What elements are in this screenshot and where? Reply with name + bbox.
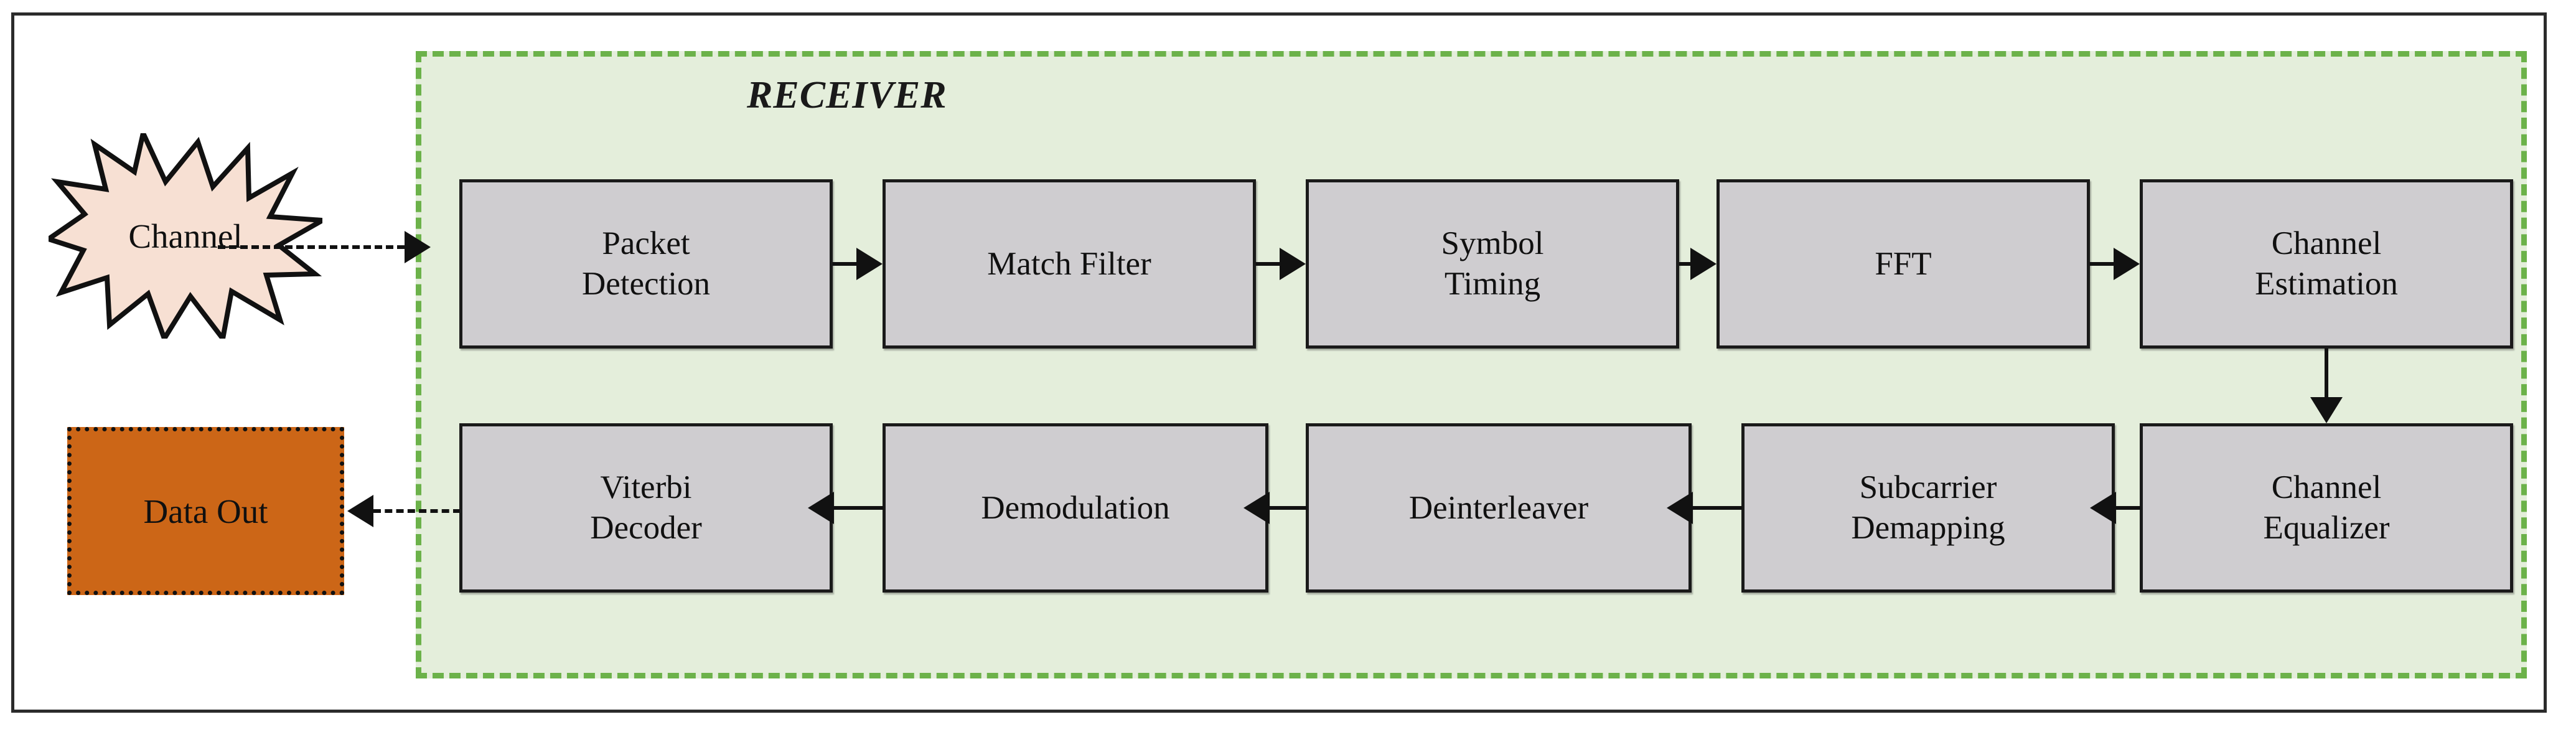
starburst-icon — [49, 133, 322, 339]
arrowhead-channel-to-packet-detection — [405, 231, 431, 263]
connector-channel-estimation-to-channel-equalizer — [2325, 349, 2328, 400]
block-fft-line1: FFT — [1875, 245, 1932, 282]
arrowhead-deinterleaver-to-demodulation — [1244, 492, 1270, 524]
block-packet-detection-line1: Packet — [602, 225, 690, 262]
data-out-node: Data Out — [67, 427, 344, 595]
block-channel-estimation-line2: Estimation — [2255, 266, 2398, 302]
connector-channel-equalizer-to-subcarrier-demapping — [2115, 506, 2141, 510]
block-packet-detection: Packet Detection — [459, 179, 833, 349]
block-viterbi-decoder-line2: Decoder — [590, 510, 702, 546]
block-channel-equalizer-line2: Equalizer — [2263, 510, 2390, 546]
block-channel-equalizer: Channel Equalizer — [2140, 423, 2513, 593]
channel-node: Channel — [49, 133, 322, 339]
arrowhead-packet-detection-to-match-filter — [856, 248, 883, 280]
data-out-label: Data Out — [143, 492, 268, 530]
block-subcarrier-demapping: Subcarrier Demapping — [1741, 423, 2115, 593]
block-match-filter-line1: Match Filter — [987, 245, 1151, 282]
connector-channel-to-packet-detection — [218, 245, 405, 249]
receiver-title: RECEIVER — [747, 74, 947, 116]
block-symbol-timing: Symbol Timing — [1306, 179, 1679, 349]
block-subcarrier-demapping-line2: Demapping — [1851, 510, 2005, 546]
block-fft: FFT — [1717, 179, 2090, 349]
block-viterbi-decoder-line1: Viterbi — [600, 469, 692, 506]
arrowhead-viterbi-to-data-out — [347, 495, 373, 527]
connector-packet-detection-to-match-filter — [833, 262, 859, 266]
block-subcarrier-demapping-line1: Subcarrier — [1859, 469, 1997, 506]
block-channel-estimation-line1: Channel — [2271, 225, 2382, 262]
connector-deinterleaver-to-demodulation — [1268, 506, 1307, 510]
connector-demodulation-to-viterbi-decoder — [833, 506, 884, 510]
block-channel-estimation: Channel Estimation — [2140, 179, 2513, 349]
arrowhead-channel-estimation-to-channel-equalizer — [2310, 397, 2343, 423]
block-viterbi-decoder: Viterbi Decoder — [459, 423, 833, 593]
connector-symbol-timing-to-fft — [1679, 262, 1693, 266]
connector-viterbi-to-data-out — [373, 509, 461, 513]
block-deinterleaver-line1: Deinterleaver — [1408, 489, 1589, 526]
block-match-filter: Match Filter — [883, 179, 1256, 349]
arrowhead-channel-equalizer-to-subcarrier-demapping — [2090, 492, 2116, 524]
arrowhead-demodulation-to-viterbi-decoder — [808, 492, 834, 524]
arrowhead-match-filter-to-symbol-timing — [1280, 248, 1306, 280]
block-demodulation: Demodulation — [883, 423, 1268, 593]
block-deinterleaver: Deinterleaver — [1306, 423, 1692, 593]
block-symbol-timing-line2: Timing — [1444, 266, 1541, 302]
arrowhead-fft-to-channel-estimation — [2114, 248, 2140, 280]
arrowhead-symbol-timing-to-fft — [1690, 248, 1717, 280]
connector-match-filter-to-symbol-timing — [1256, 262, 1282, 266]
block-symbol-timing-line1: Symbol — [1441, 225, 1544, 262]
arrowhead-subcarrier-demapping-to-deinterleaver — [1667, 492, 1693, 524]
block-demodulation-line1: Demodulation — [981, 489, 1170, 526]
block-channel-equalizer-line1: Channel — [2271, 469, 2382, 506]
connector-subcarrier-demapping-to-deinterleaver — [1692, 506, 1743, 510]
block-packet-detection-line2: Detection — [581, 266, 711, 302]
connector-fft-to-channel-estimation — [2090, 262, 2116, 266]
